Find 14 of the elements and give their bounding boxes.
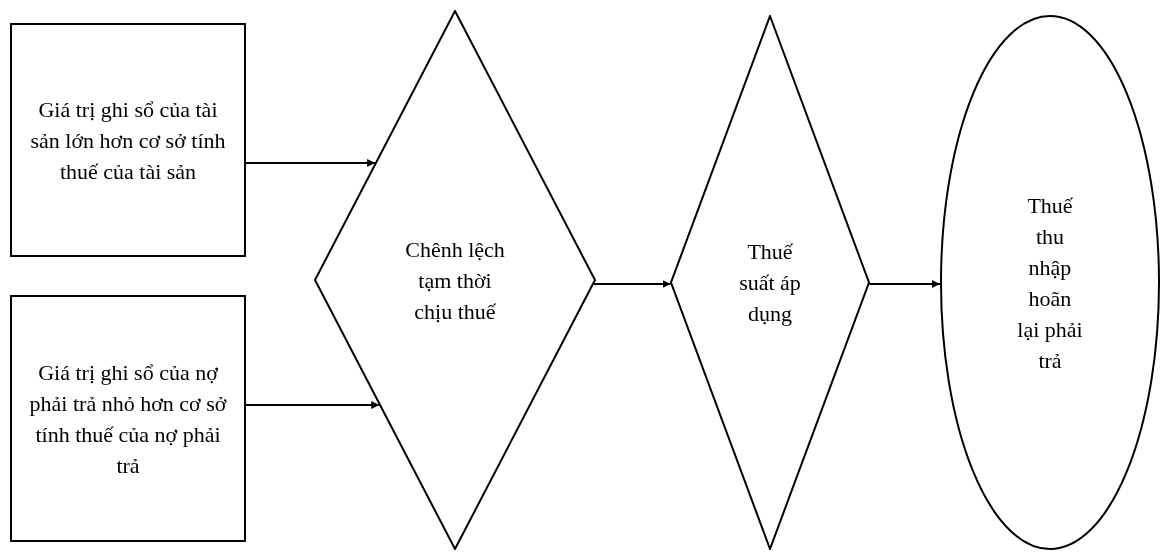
arrow [245,159,377,167]
node-text: Thuế thu nhập hoãn lại phải trả [1016,191,1084,375]
process-box [10,295,246,542]
node-text: Thuế suất áp dụng [738,238,802,328]
node-text: Chênh lệch tạm thời chịu thuế [404,235,506,326]
arrow [592,280,672,288]
decision-diamond [314,10,596,550]
ellipse-node [940,15,1160,550]
arrow [245,401,381,409]
node-text: Giá trị ghi sổ của nợ phải trả nhỏ hơn cơ sở tính thuế của nợ phải trả [28,358,228,480]
node-text: Giá trị ghi sổ của tài sản lớn hơn cơ sở tính thuế của tài sản [29,95,227,186]
decision-diamond [670,15,870,550]
arrow [868,280,941,288]
process-box [10,23,246,257]
